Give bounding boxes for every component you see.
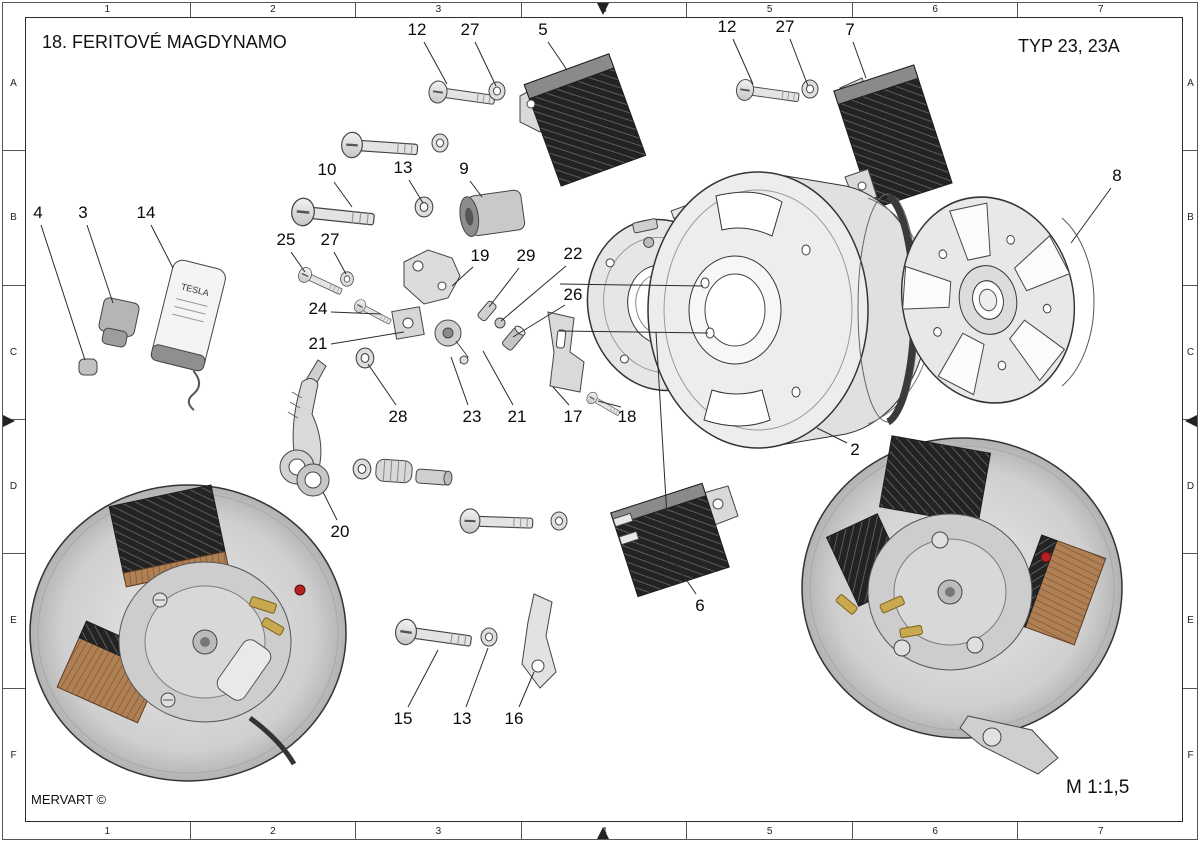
- leader-line: [500, 265, 567, 322]
- grid-column-1: 1: [104, 4, 111, 15]
- scale-label: M 1:1,5: [1066, 777, 1130, 798]
- leader-line: [330, 331, 405, 345]
- flywheel-2-illustration: [647, 171, 935, 449]
- bracket-17-illustration: [547, 311, 585, 393]
- grid-column-7: 7: [1017, 822, 1183, 840]
- leader-line: [852, 41, 867, 79]
- advance-lever-20-illustration: [279, 359, 330, 497]
- copyright-label: MERVART ©: [31, 792, 107, 807]
- leader-line: [488, 267, 520, 308]
- grid-column-7: 7: [1017, 2, 1183, 17]
- grid-row-F: F: [1183, 687, 1198, 822]
- centerline-mark-bottom: [597, 827, 609, 839]
- drawing-title: 18. FERITOVÉ MAGDYNAMO: [42, 32, 287, 52]
- leader-line: [512, 304, 566, 338]
- leader-line: [559, 283, 704, 287]
- leader-line: [451, 266, 474, 287]
- leader-line: [518, 671, 535, 708]
- leader-line: [558, 330, 709, 334]
- grid-row-E: E: [2, 553, 25, 687]
- grid-row-F: F: [2, 687, 25, 822]
- leader-line: [367, 363, 397, 406]
- leader-line: [333, 251, 347, 275]
- grid-column-5: 5: [686, 822, 852, 840]
- grid-row-D: D: [2, 418, 25, 553]
- assembled-magneto-right-illustration: [801, 435, 1123, 775]
- leader-line: [423, 41, 448, 85]
- leader-line: [667, 552, 697, 595]
- grid-column-3: 3: [355, 2, 521, 17]
- leader-line: [40, 224, 86, 361]
- leader-line: [552, 386, 570, 406]
- leader-line: [732, 38, 754, 85]
- grid-row-A: A: [10, 78, 17, 90]
- coil-7-illustration: [833, 64, 953, 210]
- leader-line: [465, 647, 489, 708]
- spring-plunger-illustration: [352, 458, 453, 486]
- plate-16-illustration: [521, 593, 557, 689]
- grommet-9-illustration: [459, 189, 526, 237]
- grid-row-B: B: [2, 150, 25, 284]
- coil-6-illustration: [610, 482, 739, 598]
- grid-column-2: 2: [189, 822, 356, 840]
- contact-29-illustration: [477, 300, 497, 322]
- boot-3-illustration: [98, 297, 140, 348]
- leader-line: [330, 311, 382, 315]
- leader-line: [86, 224, 114, 304]
- centerline-mark-right: [1185, 415, 1197, 427]
- grid-row-C: C: [2, 284, 25, 419]
- contact-22-illustration: [494, 317, 506, 329]
- leader-line: [655, 331, 670, 552]
- grid-row-B: B: [1183, 150, 1198, 284]
- grid-column-5: 5: [686, 2, 852, 17]
- points-23-illustration: [434, 319, 469, 365]
- leader-line: [1070, 187, 1112, 244]
- leader-line: [290, 251, 306, 273]
- centerline-mark-top: [597, 3, 609, 15]
- leader-line: [150, 224, 174, 269]
- leader-line: [597, 400, 622, 408]
- assembled-magneto-left-illustration: [29, 484, 347, 782]
- cap-4-illustration: [78, 358, 98, 376]
- grid-column-3: 3: [355, 822, 521, 840]
- leader-line: [469, 180, 483, 198]
- leader-line: [322, 491, 338, 521]
- leader-line: [816, 427, 848, 444]
- leader-line: [482, 350, 514, 406]
- leader-line: [450, 356, 469, 406]
- leader-line: [333, 181, 353, 208]
- leader-line: [789, 38, 809, 87]
- leader-line: [474, 41, 497, 87]
- leader-line: [407, 649, 439, 708]
- leader-line: [547, 41, 568, 71]
- backplate-8-illustration: [900, 196, 1076, 404]
- block-21-illustration: [391, 306, 425, 340]
- bracket-19-illustration: [403, 249, 461, 305]
- coil-5-illustration: [519, 53, 647, 187]
- grid-column-1: 1: [104, 825, 111, 837]
- grid-column-6: 6: [851, 822, 1018, 840]
- grid-row-E: E: [1183, 553, 1198, 687]
- type-label: TYP 23, 23A: [1018, 36, 1120, 56]
- grid-column-6: 6: [851, 2, 1018, 17]
- centerline-mark-left: [3, 415, 15, 427]
- grid-column-2: 2: [189, 2, 356, 17]
- leader-line: [408, 179, 424, 204]
- grid-row-C: C: [1183, 284, 1198, 419]
- grid-row-A: A: [1187, 78, 1194, 90]
- condenser-14-illustration: TESLA: [150, 259, 226, 411]
